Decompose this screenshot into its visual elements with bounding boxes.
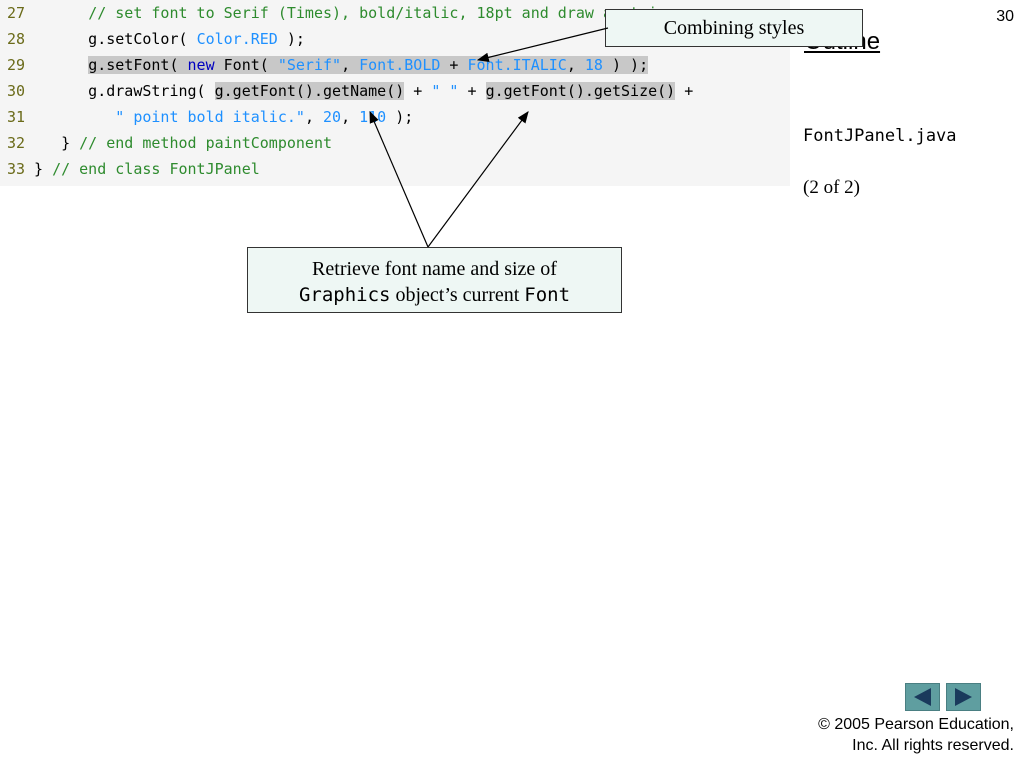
line-number: 27 <box>7 4 26 22</box>
code-comment: // end method paintComponent <box>79 134 333 152</box>
code-text: + <box>404 82 432 100</box>
code-text: ); <box>277 30 305 48</box>
code-type: Font.BOLD <box>359 56 441 74</box>
code-text: ); <box>386 108 414 126</box>
code-text: g.drawString( <box>34 82 215 100</box>
code-text: + <box>440 56 468 74</box>
next-slide-button[interactable] <box>946 683 981 711</box>
line-number: 31 <box>7 108 26 126</box>
code-text: , <box>341 108 360 126</box>
code-keyword: new <box>187 56 215 74</box>
code-number: 20 <box>323 108 342 126</box>
code-line-29: 29 g.setFont( new Font( "Serif", Font.BO… <box>0 52 649 78</box>
code-text: ) ); <box>602 56 649 74</box>
code-string: " " <box>431 82 459 100</box>
copyright-notice: © 2005 Pearson Education, Inc. All right… <box>818 714 1014 756</box>
code-line-31: 31 " point bold italic.", 20, 110 ); <box>0 104 413 130</box>
copyright-line1: © 2005 Pearson Education, <box>818 716 1014 733</box>
previous-slide-button[interactable] <box>905 683 940 711</box>
callout-code-graphics: Graphics <box>298 284 391 306</box>
code-comment: // end class FontJPanel <box>52 160 260 178</box>
highlighted-code: g.getFont().getName() <box>214 82 405 100</box>
code-text: } <box>34 134 80 152</box>
code-comment: // set font to Serif (Times), bold/itali… <box>88 4 676 22</box>
code-text: , <box>304 108 323 126</box>
code-number: 110 <box>359 108 387 126</box>
callout-text: object’s current <box>390 284 525 306</box>
page-number: 30 <box>996 8 1014 25</box>
highlighted-code: g.getFont().getSize() <box>485 82 676 100</box>
code-number: 18 <box>584 56 603 74</box>
callout-text-line2: Graphics object’s current Font <box>248 282 621 308</box>
code-line-27: 27 // set font to Serif (Times), bold/it… <box>0 0 675 26</box>
file-name: FontJPanel.java <box>803 126 957 146</box>
copyright-line2: Inc. All rights reserved. <box>852 737 1014 754</box>
code-text: g.setColor( <box>34 30 197 48</box>
code-type: Color.RED <box>196 30 278 48</box>
code-string: " point bold italic." <box>115 108 305 126</box>
code-text: Font( <box>214 56 278 74</box>
callout-code-font: Font <box>524 284 571 306</box>
code-line-32: 32 } // end method paintComponent <box>0 130 332 156</box>
code-text: } <box>34 160 53 178</box>
code-text: , <box>566 56 585 74</box>
page-count: (2 of 2) <box>803 177 860 198</box>
line-number: 29 <box>7 56 26 74</box>
line-number: 28 <box>7 30 26 48</box>
left-arrow-icon <box>914 688 931 706</box>
callout-text-line1: Retrieve font name and size of <box>312 258 557 280</box>
code-line-33: 33} // end class FontJPanel <box>0 156 260 182</box>
code-text: , <box>341 56 360 74</box>
line-number: 33 <box>7 160 26 178</box>
line-number: 32 <box>7 134 26 152</box>
indent <box>34 56 88 74</box>
callout-font-name-size: Retrieve font name and size of Graphics … <box>247 247 622 313</box>
indent <box>34 108 115 126</box>
code-line-28: 28 g.setColor( Color.RED ); <box>0 26 305 52</box>
right-arrow-icon <box>955 688 972 706</box>
highlighted-code: g.setFont( new Font( "Serif", Font.BOLD … <box>88 56 649 74</box>
indent <box>34 4 88 22</box>
code-text: + <box>458 82 486 100</box>
callout-combining-styles: Combining styles <box>605 9 863 47</box>
code-text: + <box>675 82 694 100</box>
code-type: Font.ITALIC <box>467 56 567 74</box>
code-line-30: 30 g.drawString( g.getFont().getName() +… <box>0 78 693 104</box>
line-number: 30 <box>7 82 26 100</box>
code-string: "Serif" <box>277 56 342 74</box>
code-text: g.setFont( <box>88 56 188 74</box>
